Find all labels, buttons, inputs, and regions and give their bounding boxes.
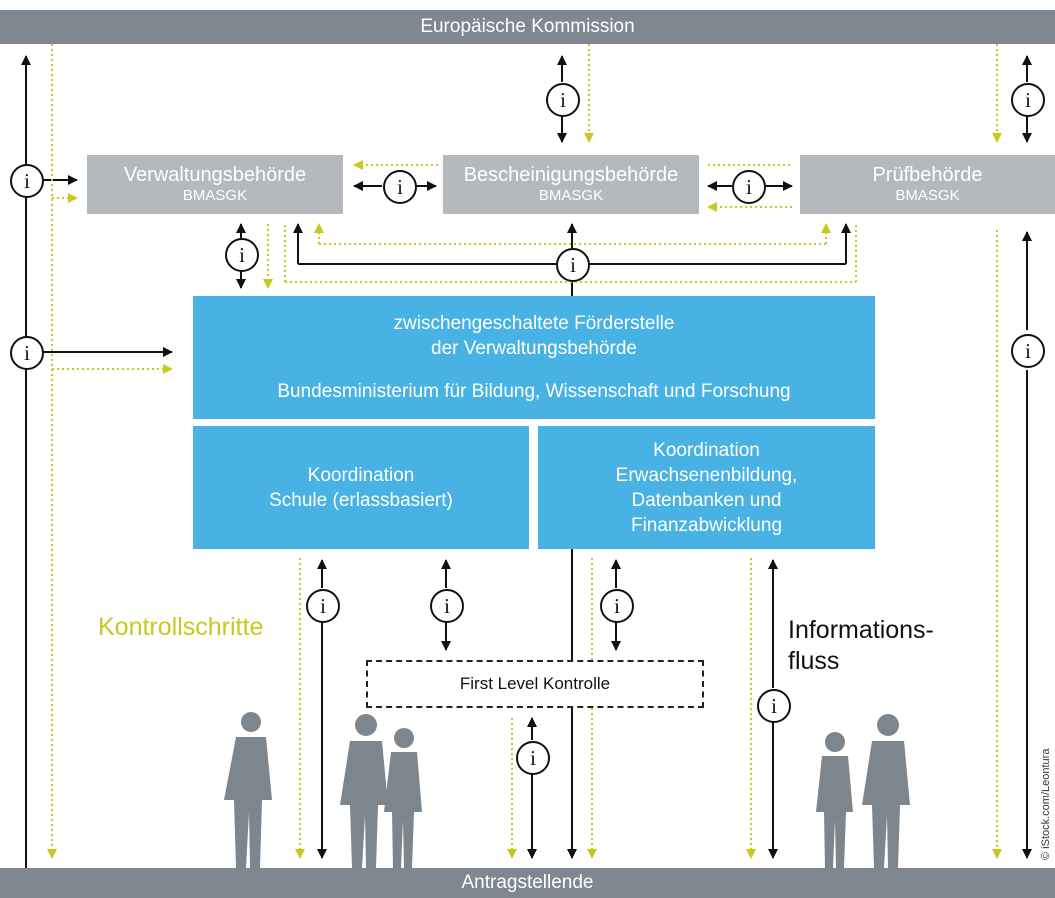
info-symbol-text: i	[444, 594, 450, 618]
info-circle-icon: i	[732, 170, 766, 204]
info-circle-icon: i	[306, 589, 340, 623]
person-silhouette-3	[384, 728, 422, 868]
control-steps-legend: Kontrollschritte	[98, 613, 264, 641]
certifying-authority-title: Bescheinigungsbehörde	[463, 164, 679, 186]
intermediate-line-2: der Verwaltungsbehörde	[431, 338, 637, 359]
european-commission-label: Europäische Kommission	[420, 16, 635, 37]
person-silhouette-1	[224, 712, 272, 868]
coordination-adult-line-3: Datenbanken und	[631, 489, 782, 511]
intermediate-line-3: Bundesministerium für Bildung, Wissensch…	[277, 381, 791, 402]
intermediate-body-box: zwischengeschaltete Förderstelle der Ver…	[193, 296, 875, 419]
information-flow-legend: Informations- fluss	[788, 615, 934, 677]
european-commission-bar: Europäische Kommission	[0, 10, 1055, 44]
person-silhouette-4	[816, 732, 853, 868]
information-flow-legend-line-2: fluss	[788, 647, 840, 675]
coordination-school-box: Koordination Schule (erlassbasiert)	[193, 426, 529, 549]
info-symbol-text: i	[614, 594, 620, 618]
info-symbol-text: i	[24, 341, 30, 365]
info-symbol-text: i	[1025, 88, 1031, 112]
certifying-authority-sub: BMASGK	[538, 187, 604, 204]
audit-authority-sub: BMASGK	[895, 187, 960, 204]
info-circle-icon: i	[556, 248, 590, 282]
info-symbol-text: i	[530, 746, 536, 770]
managing-authority-box: Verwaltungsbehörde BMASGK	[87, 155, 343, 214]
info-symbol-text: i	[771, 694, 777, 718]
info-symbol-text: i	[560, 88, 566, 112]
info-symbol-text: i	[570, 253, 576, 277]
info-circle-icon: i	[10, 336, 44, 370]
coordination-adult-line-1: Koordination	[653, 439, 760, 461]
info-circle-icon: i	[546, 83, 580, 117]
info-symbol-text: i	[24, 169, 30, 193]
image-credit: © iStock.com/Leontura	[1040, 748, 1052, 860]
control-step-lines	[47, 44, 1002, 859]
info-symbol-text: i	[397, 175, 403, 199]
managing-authority-title: Verwaltungsbehörde	[123, 164, 307, 186]
applicants-bar: Antragstellende	[0, 868, 1055, 898]
info-circle-icon: i	[1011, 83, 1045, 117]
audit-authority-box: Prüfbehörde BMASGK	[800, 155, 1055, 214]
intermediate-line-1: zwischengeschaltete Förderstelle	[393, 313, 675, 334]
certifying-authority-box: Bescheinigungsbehörde BMASGK	[443, 155, 699, 214]
info-circle-icon: i	[430, 589, 464, 623]
coordination-adult-line-2: Erwachsenenbildung,	[615, 464, 798, 486]
information-flow-lines	[21, 55, 1032, 868]
managing-authority-sub: BMASGK	[182, 187, 248, 204]
info-circle-icon: i	[225, 238, 259, 272]
info-circle-icon: i	[600, 589, 634, 623]
info-symbol-text: i	[746, 175, 752, 199]
person-silhouette-5	[862, 714, 910, 868]
info-circle-icon: i	[383, 170, 417, 204]
coordination-adult-line-4: Finanzabwicklung	[630, 514, 783, 536]
info-symbol-text: i	[320, 594, 326, 618]
info-circle-icon: i	[1011, 334, 1045, 368]
first-level-control-box: First Level Kontrolle	[366, 660, 704, 708]
info-circle-icon: i	[516, 741, 550, 775]
coordination-school-line-1: Koordination	[307, 464, 415, 486]
information-flow-legend-line-1: Informations-	[788, 616, 934, 644]
person-silhouette-2	[340, 714, 388, 868]
info-circle-icon: i	[10, 164, 44, 198]
info-circle-icon: i	[757, 689, 791, 723]
info-symbol-text: i	[1025, 339, 1031, 363]
info-symbol-text: i	[239, 243, 245, 267]
first-level-control-label: First Level Kontrolle	[459, 674, 611, 693]
audit-authority-title: Prüfbehörde	[872, 164, 983, 186]
coordination-school-line-2: Schule (erlassbasiert)	[269, 489, 453, 511]
applicant-silhouettes	[224, 712, 910, 868]
coordination-adult-box: Koordination Erwachsenenbildung, Datenba…	[538, 426, 875, 549]
applicants-label: Antragstellende	[461, 872, 594, 893]
